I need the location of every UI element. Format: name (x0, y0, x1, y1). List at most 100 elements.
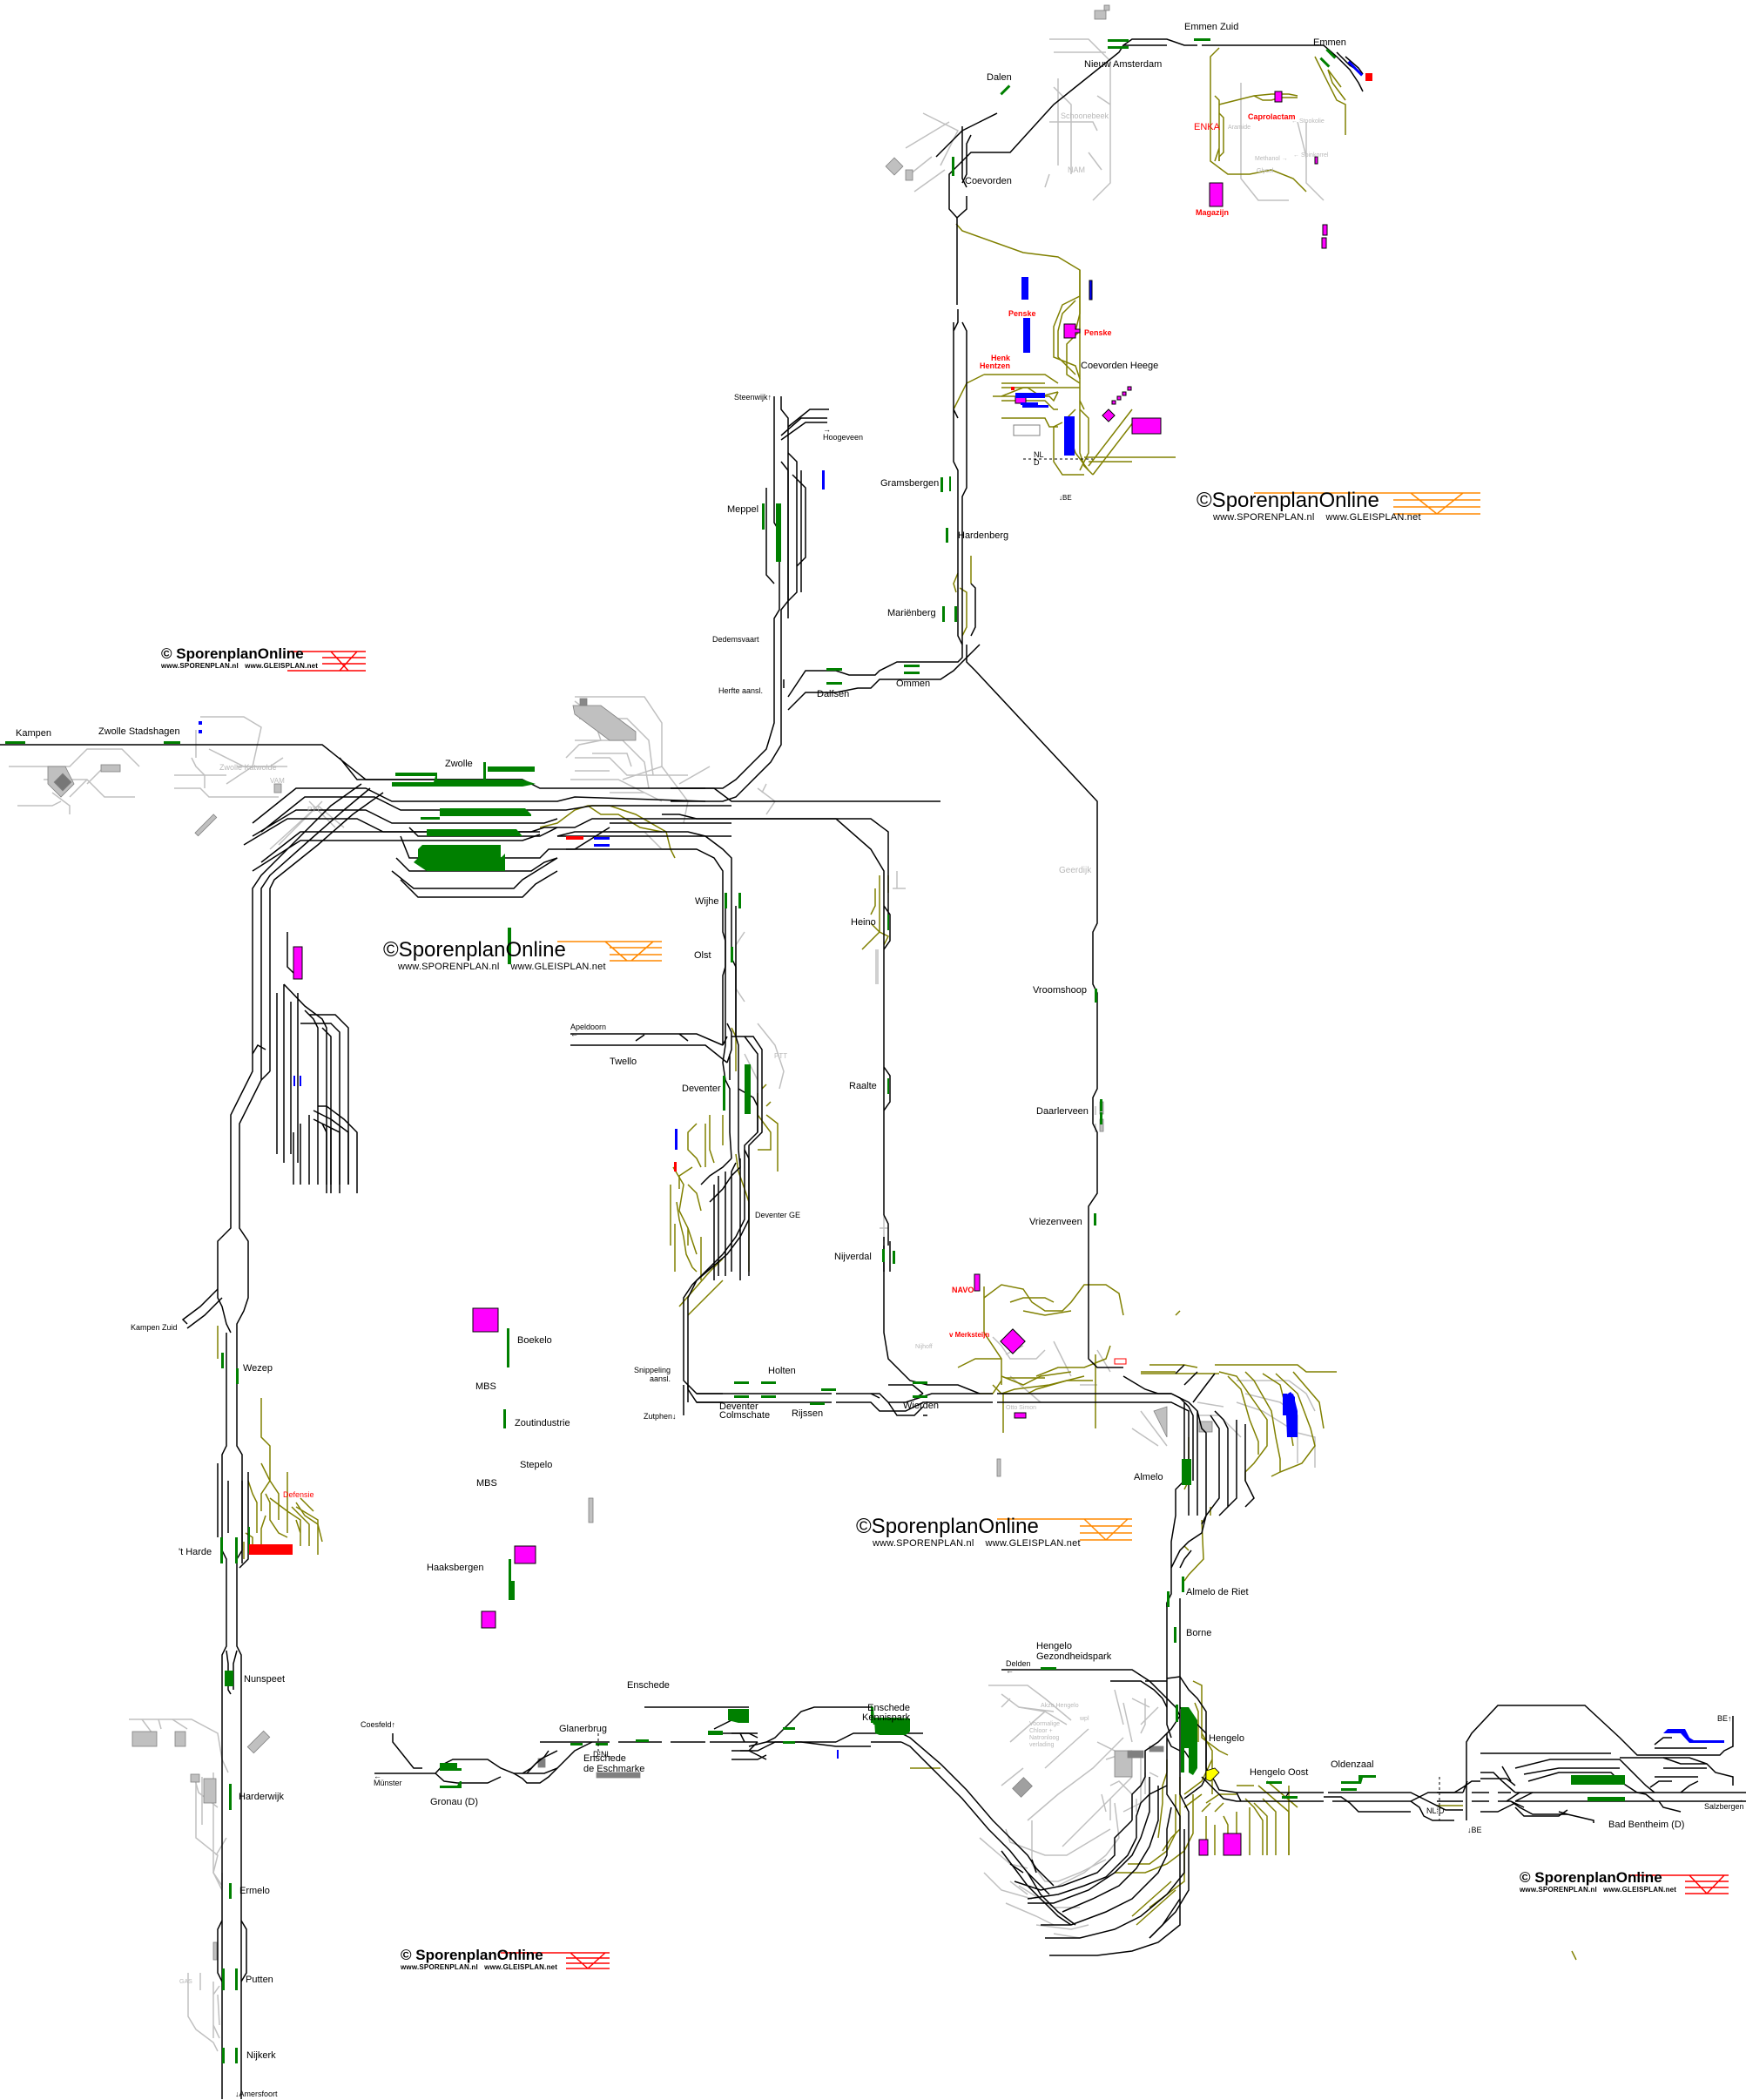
industrial-tracks (217, 47, 1577, 1961)
station-label-wierden: Wierden (903, 1401, 939, 1411)
station-label-mbs-2: MBS (476, 1478, 497, 1489)
station-label-zwolle-stadshagen: Zwolle Stadshagen (98, 726, 180, 737)
sporenplan-logo: ©SporenplanOnline www.SPORENPLAN.nl www.… (1197, 490, 1421, 523)
disused-label-glycol: Glycol (1257, 168, 1274, 174)
special-facilities (199, 60, 1724, 1782)
direction-label-be-coevorden: ↓BE (1059, 494, 1072, 502)
station-label-borne: Borne (1186, 1628, 1212, 1638)
station-label-gronau: Gronau (D) (430, 1797, 479, 1807)
station-label-stepelo: Stepelo (520, 1460, 553, 1470)
disused-label-voormalige: Voormalige Chloor + Natronloog verlading (1029, 1721, 1061, 1748)
station-label-nijverdal: Nijverdal (834, 1252, 872, 1262)
station-label-snippeling: Snippeling aansl. (634, 1366, 671, 1383)
logo-url-sporenplan[interactable]: www.SPORENPLAN.nl (873, 1538, 974, 1549)
disused-label-stookolie: ← Stookolie (1291, 118, 1325, 125)
logo-url-gleisplan[interactable]: www.GLEISPLAN.net (985, 1538, 1081, 1549)
industry-label-navo: NAVO (952, 1286, 974, 1294)
disused-label-ptt-deventer: PTT (774, 1052, 788, 1060)
station-label-glanerbrug: Glanerbrug (559, 1724, 608, 1734)
direction-label-be-down: ↓BE (1467, 1826, 1482, 1834)
station-label-ermelo: Ermelo (239, 1886, 270, 1896)
logo-url-sporenplan[interactable]: www.SPORENPLAN.nl (1520, 1886, 1597, 1894)
station-label-deventer-ge: Deventer GE (755, 1211, 801, 1219)
disused-label-nam: NAM (1068, 165, 1085, 174)
industry-label-enka: ENKA (1194, 122, 1220, 132)
disused-label-spinkorrel: ← Spinkorrel (1293, 152, 1329, 159)
border-lines (597, 458, 1440, 1820)
station-label-hengelo-gezondheidspark: Hengelo Gezondheidspark (1036, 1641, 1112, 1662)
station-label-holten: Holten (768, 1366, 796, 1376)
station-label-coevorden-heege: Coevorden Heege (1081, 361, 1159, 371)
station-label-gramsbergen: Gramsbergen (880, 478, 940, 489)
sporenplan-logo: © SporenplanOnline www.SPORENPLAN.nl www… (1520, 1870, 1676, 1894)
logo-url-gleisplan[interactable]: www.GLEISPLAN.net (510, 962, 606, 972)
station-label-deventer-colmschate: Deventer Colmschate (719, 1401, 771, 1421)
disused-tracks (9, 38, 1325, 2052)
logo-url-gleisplan[interactable]: www.GLEISPLAN.net (245, 662, 319, 670)
direction-label-steenwijk: Steenwijk↑ (734, 393, 772, 402)
logo-url-sporenplan[interactable]: www.SPORENPLAN.nl (401, 1963, 478, 1971)
logo-glyph-lines (287, 492, 1729, 1969)
sporenplan-logo: ©SporenplanOnline www.SPORENPLAN.nl www.… (856, 1516, 1081, 1550)
direction-label-salzbergen: → Salzbergen (1704, 1795, 1744, 1811)
logo-url-sporenplan[interactable]: www.SPORENPLAN.nl (1213, 512, 1315, 523)
station-label-boekelo: Boekelo (517, 1335, 552, 1346)
station-label-daarlerveen: Daarlerveen (1036, 1106, 1089, 1117)
station-label-meppel: Meppel (727, 504, 759, 515)
disused-label-vam: VAM (270, 777, 285, 785)
station-label-vriezenveen: Vriezenveen (1029, 1217, 1082, 1227)
disused-label-methanol: Methanol → (1255, 156, 1288, 162)
station-label-marienberg: Mariënberg (887, 608, 936, 618)
direction-label-be-up: BE↑ (1717, 1714, 1732, 1723)
station-label-zoutindustrie: Zoutindustrie (515, 1418, 570, 1428)
logo-url-gleisplan[interactable]: www.GLEISPLAN.net (484, 1963, 558, 1971)
disused-label-nijhoff: Nijhoff (915, 1344, 933, 1350)
border-label-d-nl-glanerbrug: D⁞NL (593, 1750, 611, 1759)
station-label-hengelo: Hengelo (1209, 1733, 1244, 1744)
industry-label-v-merksteijn: v Merksteijn (949, 1331, 990, 1339)
border-label-nl-d-coevorden: NL D (1034, 450, 1044, 467)
main-tracks (0, 38, 1746, 2099)
logo-url-sporenplan[interactable]: www.SPORENPLAN.nl (161, 662, 239, 670)
sporenplan-logo: © SporenplanOnline www.SPORENPLAN.nl www… (161, 646, 318, 671)
station-label-mbs-1: MBS (475, 1381, 496, 1392)
disused-label-ptt-zwolle: PTT (307, 806, 321, 814)
station-label-almelo-de-riet: Almelo de Riet (1186, 1587, 1249, 1597)
logo-brand: ©SporenplanOnline (383, 938, 566, 962)
logo-url-gleisplan[interactable]: www.GLEISPLAN.net (1603, 1886, 1677, 1894)
direction-label-munster: ← Münster (374, 1772, 402, 1787)
disused-label-aramide: Aramide (1228, 125, 1251, 131)
disused-label-akzo-hengelo: Akzo Hengelo (1041, 1703, 1079, 1709)
disused-label-geerdijk: Geerdijk (1059, 866, 1092, 875)
station-label-enschede: Enschede (627, 1680, 670, 1691)
industry-label-magazijn: Magazijn (1196, 208, 1230, 217)
disused-label-schoonebeek: Schoonebeek (1061, 111, 1109, 120)
station-label-zwolle: Zwolle (445, 759, 473, 769)
industry-label-penske-1: Penske (1008, 309, 1036, 318)
station-label-almelo: Almelo (1134, 1472, 1163, 1482)
station-label-emmen-zuid: Emmen Zuid (1184, 22, 1239, 32)
station-label-bad-bentheim: Bad Bentheim (D) (1608, 1820, 1685, 1830)
disused-label-wpl: wpl (1080, 1716, 1089, 1722)
station-label-rijssen: Rijssen (792, 1408, 824, 1419)
border-label-nl-d-bentheim: NL⁞D (1426, 1806, 1445, 1815)
logo-brand: © SporenplanOnline (401, 1947, 543, 1963)
station-label-ommen: Ommen (896, 679, 931, 689)
direction-label-coesfeld: Coesfeld↑ (361, 1720, 396, 1729)
station-label-wezep: Wezep (243, 1363, 273, 1374)
logo-url-sporenplan[interactable]: www.SPORENPLAN.nl (398, 962, 500, 972)
station-label-enschede-de-eschmarke: Enschede de Eschmarke (583, 1753, 645, 1774)
station-label-dedemsvaart: Dedemsvaart (712, 635, 759, 644)
station-label-nieuw-amsterdam: Nieuw Amsterdam (1084, 59, 1163, 70)
industry-label-defensie: Defensie (283, 1490, 314, 1499)
logo-url-gleisplan[interactable]: www.GLEISPLAN.net (1325, 512, 1421, 523)
direction-label-amersfoort: ↓Amersfoort (235, 2090, 278, 2098)
station-label-vroomshoop: Vroomshoop (1033, 985, 1087, 996)
station-label-heino: Heino (851, 917, 876, 928)
station-label-t-harde: 't Harde (179, 1547, 212, 1557)
station-label-dalen: Dalen (987, 72, 1012, 83)
industry-label-caprolactam: Caprolactam (1248, 112, 1296, 121)
logo-brand: © SporenplanOnline (1520, 1869, 1662, 1886)
station-label-kampen: Kampen (16, 728, 51, 739)
